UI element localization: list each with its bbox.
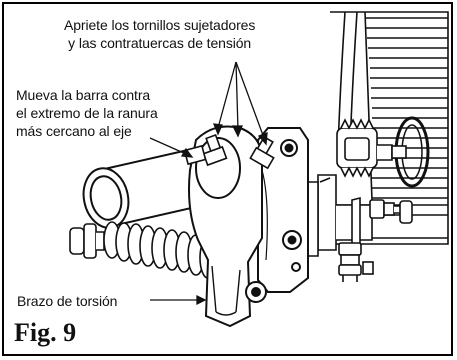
- set-screws: [183, 133, 275, 170]
- lower-nut-stack: [338, 242, 374, 282]
- clamp-bolt: [369, 199, 413, 224]
- callout-tighten-line2: y las contratuercas de tensión: [68, 35, 252, 51]
- callout-move-bar-line1: Mueva la barra contra: [16, 87, 151, 103]
- callout-move-bar: Mueva la barra contra el extremo de la r…: [16, 86, 158, 140]
- callout-tighten-line1: Apriete los tornillos sujetadores: [64, 17, 256, 33]
- callout-torsion-arm: Brazo de torsión: [17, 293, 118, 309]
- callout-move-bar-line3: más cercano al eje: [16, 123, 132, 139]
- callout-move-bar-line2: el extremo de la ranura: [16, 105, 158, 121]
- ratchet-latch: [336, 116, 430, 188]
- callout-tighten-screws: Apriete los tornillos sujetadores y las …: [64, 16, 255, 52]
- figure-label: Fig. 9: [14, 318, 77, 347]
- mounting-plate: [257, 127, 309, 293]
- leader-lines: [149, 61, 268, 306]
